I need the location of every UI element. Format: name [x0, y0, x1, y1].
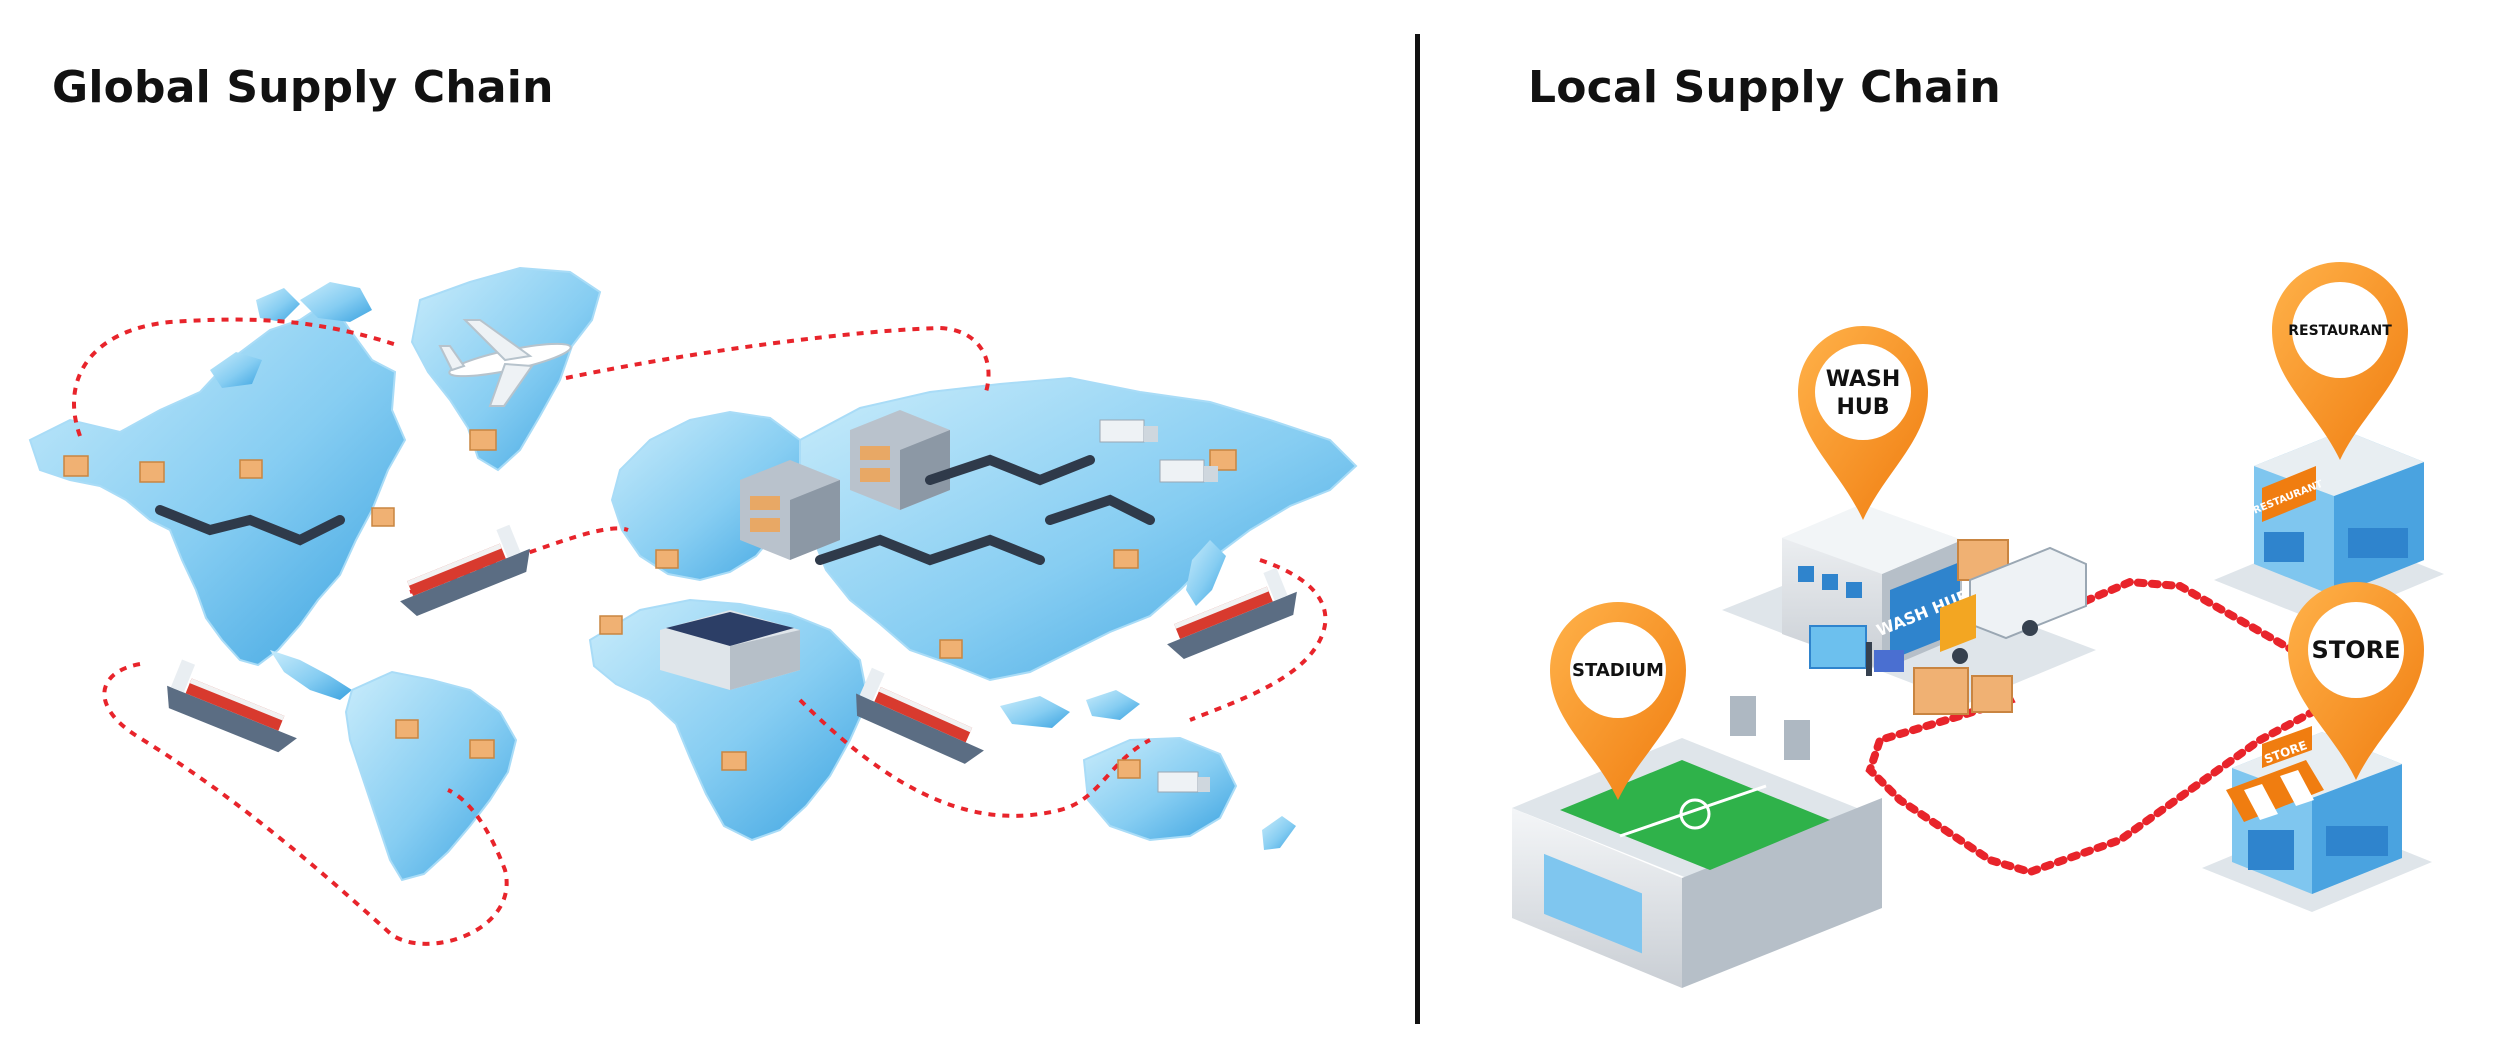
restaurant-building: RESTAURANT — [2214, 430, 2444, 624]
cargo-ship — [167, 659, 297, 753]
global-supply-chain-title: Global Supply Chain — [52, 62, 554, 113]
warehouse-rack — [740, 460, 840, 560]
store-location-pin: STORE — [2288, 582, 2424, 780]
world-map — [28, 266, 1358, 882]
cargo-ship — [400, 524, 530, 617]
stadium-building — [1512, 696, 1882, 988]
global-shipping-routes — [72, 317, 1328, 946]
restaurant-pin-label: RESTAURANT — [2288, 323, 2392, 339]
stadium-pin-label: STADIUM — [1572, 660, 1664, 681]
conveyor-belts — [155, 454, 1155, 566]
warehouse-rack — [850, 410, 950, 510]
cargo-ship — [1167, 567, 1297, 660]
new-zealand — [1262, 816, 1296, 850]
delivery-truck — [1157, 771, 1210, 793]
wash-hub-building: WASH HUB — [1722, 504, 2096, 704]
wash-hub-boxes — [1913, 539, 2013, 715]
southeast-asia-islands — [1000, 696, 1070, 728]
wash-hub-pin-label-line2: HUB — [1836, 395, 1889, 420]
south-america-continent — [344, 670, 518, 882]
arctic-islands — [300, 282, 372, 322]
central-america — [270, 650, 352, 700]
cargo-ship — [856, 667, 984, 764]
forklift — [1866, 642, 1904, 676]
wash-hub-location-pin: WASH HUB — [1798, 326, 1928, 520]
local-supply-chain-title: Local Supply Chain — [1528, 62, 2001, 113]
north-america-continent — [28, 298, 407, 667]
delivery-truck-local — [1940, 546, 2087, 664]
cargo-airplane — [438, 319, 572, 407]
cargo-boxes — [63, 429, 1237, 779]
wash-hub-crates — [1809, 625, 1867, 669]
arctic-islands — [210, 352, 262, 388]
southeast-asia-islands — [1086, 690, 1140, 720]
japan-islands — [1186, 540, 1226, 606]
arctic-islands — [256, 288, 300, 322]
delivery-truck — [1159, 459, 1218, 483]
delivery-truck — [1099, 419, 1158, 443]
solar-warehouse — [660, 610, 800, 690]
store-pin-label: STORE — [2312, 636, 2401, 664]
panel-divider — [1415, 34, 1420, 1024]
restaurant-location-pin: RESTAURANT — [2272, 262, 2408, 460]
wash-hub-pin-label-line1: WASH — [1826, 367, 1901, 392]
stadium-location-pin: STADIUM — [1550, 602, 1686, 800]
